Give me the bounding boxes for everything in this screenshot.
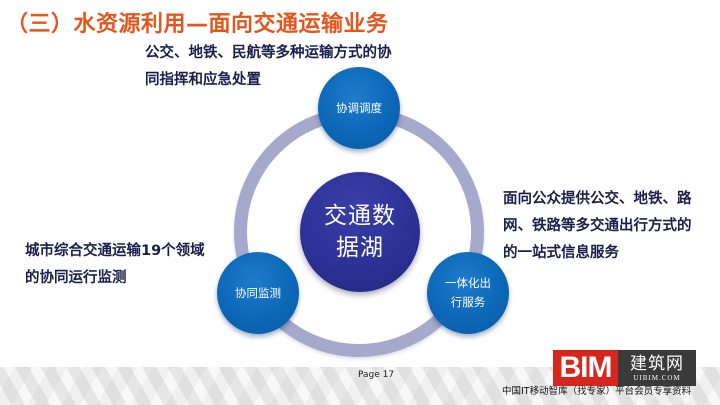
node-label: 协调调度 (336, 100, 382, 115)
watermark-cn: 建筑网 (630, 353, 684, 374)
watermark-right: 建筑网 UIBIM.COM (618, 350, 696, 386)
node-label: 一体化出 (445, 276, 491, 290)
watermark-url: UIBIM.COM (633, 373, 681, 382)
node-label: 协同监测 (235, 285, 281, 300)
hub-label-line: 交通数 (324, 203, 396, 229)
bim-watermark-logo: BIM 建筑网 UIBIM.COM (553, 350, 696, 386)
node-coordination-dispatch: 协调调度 (318, 67, 400, 149)
callout-monitoring: 城市综合交通运输19个领域 的协同运行监测 (25, 238, 235, 292)
callout-coordination: 公交、地铁、民航等多种运输方式的协 同指挥和应急处置 (145, 40, 435, 94)
hub-traffic-data-lake: 交通数 据湖 (300, 172, 420, 292)
callout-line: 公交、地铁、民航等多种运输方式的协 (145, 45, 392, 61)
callout-line: 面向公众提供公交、地铁、路 (503, 191, 692, 207)
callout-line: 网、铁路等多交通出行方式的 (503, 218, 692, 234)
watermark-bim: BIM (553, 350, 618, 386)
page-number: Page 17 (358, 370, 395, 380)
node-integrated-travel-service: 一体化出 行服务 (427, 252, 509, 334)
hub-label-line: 据湖 (336, 235, 384, 261)
callout-line: 的协同运行监测 (25, 270, 127, 286)
callout-line: 城市综合交通运输19个领域 (25, 243, 205, 259)
source-note: 中国IT移动智库（找专家）平台会员专享资料 (502, 386, 692, 397)
node-collaborative-monitoring: 协同监测 (217, 252, 299, 334)
callout-line: 的一站式信息服务 (503, 245, 619, 261)
callout-line: 同指挥和应急处置 (145, 72, 261, 88)
callout-travel-service: 面向公众提供公交、地铁、路 网、铁路等多交通出行方式的 的一站式信息服务 (503, 186, 715, 267)
node-label: 行服务 (450, 295, 486, 309)
slide-title: （三）水资源利用—面向交通运输业务 (6, 12, 389, 37)
